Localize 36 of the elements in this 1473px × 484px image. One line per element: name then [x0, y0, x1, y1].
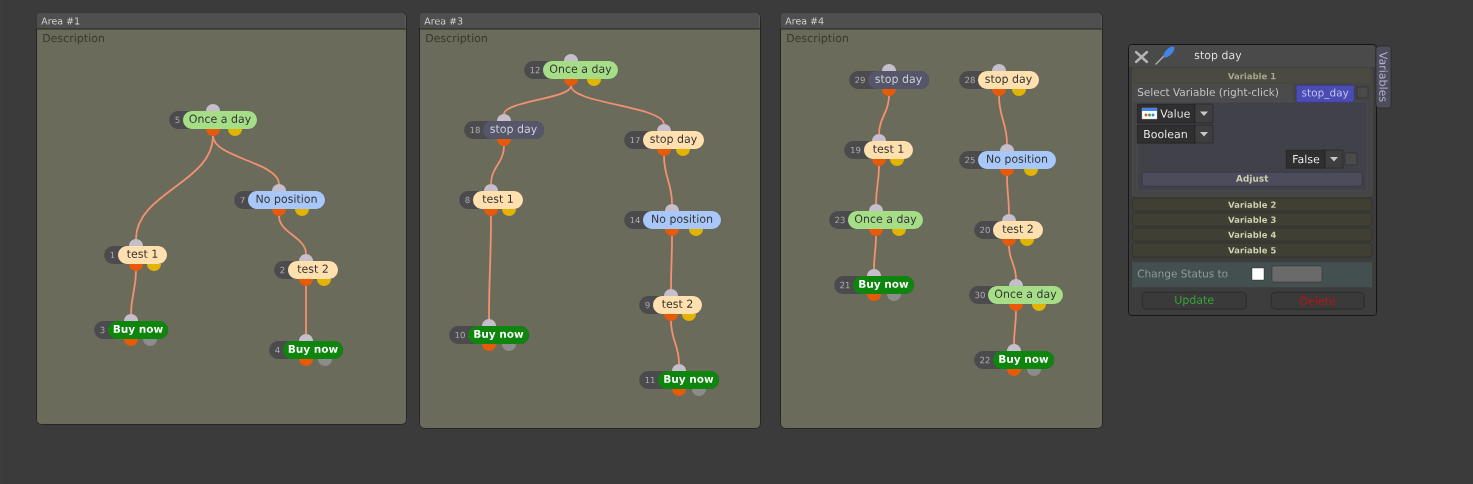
connector	[135, 135, 214, 240]
title-bar: stop day	[1129, 45, 1375, 67]
dropdown: False	[1286, 150, 1326, 169]
connector	[488, 215, 492, 320]
adjust-button: Adjust	[1142, 172, 1363, 187]
connector	[503, 85, 572, 115]
connector	[670, 235, 673, 290]
connector	[1013, 310, 1017, 345]
connector	[875, 165, 880, 205]
connector	[1006, 175, 1010, 215]
connector	[670, 320, 680, 365]
connector	[278, 215, 307, 255]
connector	[663, 155, 673, 205]
connector	[873, 235, 877, 270]
section-bar: Variable 4	[1132, 228, 1373, 242]
connector	[130, 270, 137, 315]
action-button: Delete	[1271, 292, 1365, 310]
title-bar: Area #3	[418, 12, 761, 30]
connector	[490, 145, 505, 185]
section-bar: Variable 2	[1132, 198, 1373, 212]
side-tab: Variables	[1375, 45, 1392, 109]
connector	[305, 285, 307, 335]
connector	[998, 95, 1008, 145]
row-label: Select Variable (right-click)	[1133, 84, 1293, 102]
connector	[570, 85, 665, 125]
section-header: Variable 1	[1133, 69, 1371, 83]
action-button: Update	[1142, 292, 1247, 310]
section-bar: Variable 3	[1132, 213, 1373, 227]
title-bar: Area #1	[35, 12, 407, 30]
label-pill: test 2	[288, 261, 338, 279]
dropdown: Boolean	[1137, 125, 1196, 144]
connector	[878, 95, 890, 135]
connector	[1008, 245, 1017, 280]
title-bar: Area #4	[779, 12, 1103, 30]
variable-tag: stop_day	[1296, 85, 1355, 103]
section-bar: Variable 5	[1132, 243, 1373, 258]
